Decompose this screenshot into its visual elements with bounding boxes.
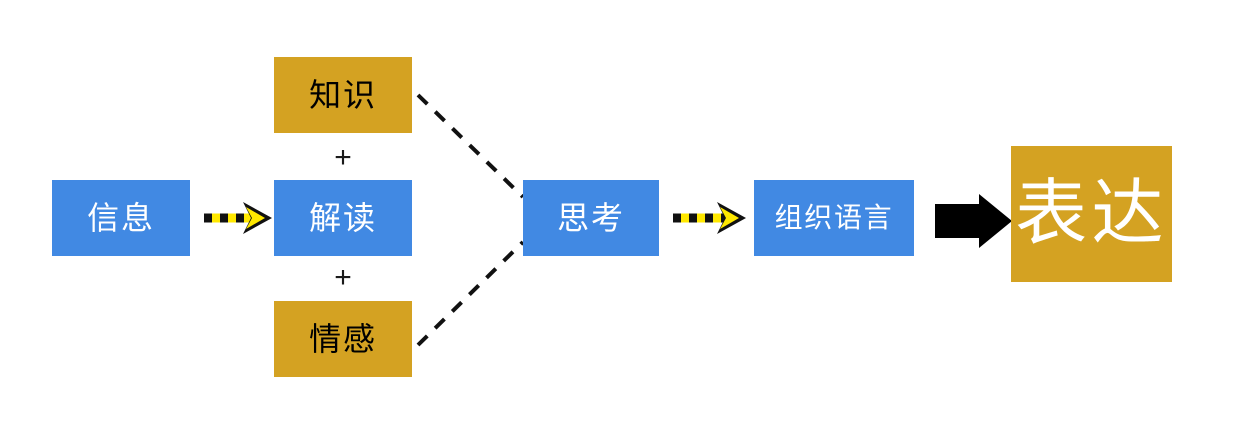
node-sikao[interactable]: 思考 [523,180,659,256]
node-zhishi[interactable]: 知识 [274,57,412,133]
node-zuzhiyuyan[interactable]: 组织语言 [754,180,914,256]
arrow-zuzhiyuyan-biaoda [935,194,1012,248]
arrow-xinxi-jiedu [204,202,272,234]
node-qinggan[interactable]: 情感 [274,301,412,377]
node-biaoda[interactable]: 表达 [1011,146,1172,282]
plus-operator-bottom: + [334,261,352,294]
line-zhishi-sikao [416,93,525,199]
plus-operator-top: + [334,141,352,174]
node-jiedu[interactable]: 解读 [274,180,412,256]
line-qinggan-sikao [416,240,525,347]
arrow-sikao-zuzhiyuyan [673,202,746,234]
node-xinxi[interactable]: 信息 [52,180,190,256]
